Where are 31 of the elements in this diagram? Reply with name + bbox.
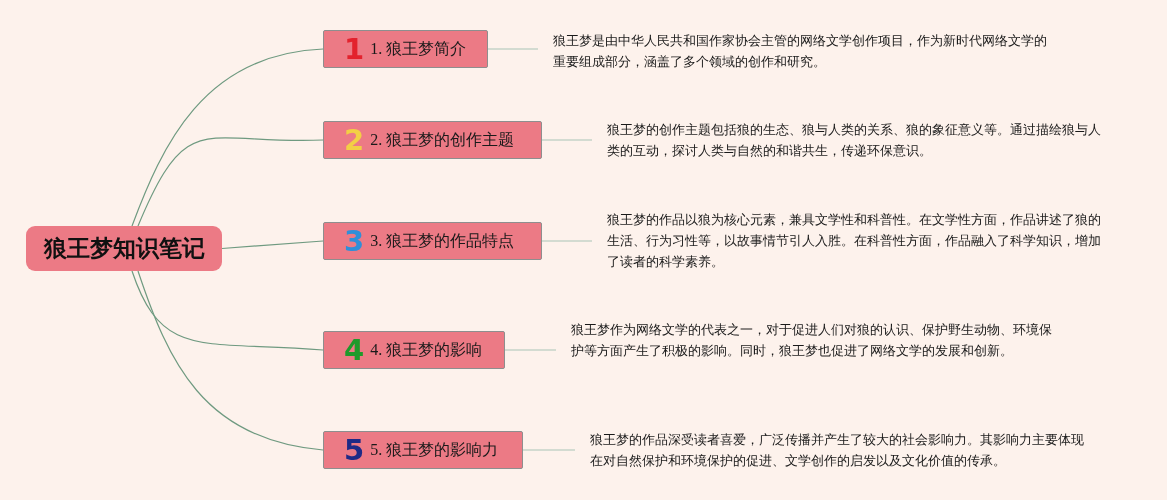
connector-line xyxy=(541,240,593,242)
number-digit: 4 xyxy=(344,335,365,365)
connector-line xyxy=(131,48,324,227)
topic-label: 5. 狼王梦的影响力 xyxy=(370,439,499,460)
central-topic-box: 狼王梦知识笔记 xyxy=(26,226,222,271)
description-text: 狼王梦的作品深受读者喜爱，广泛传播并产生了较大的社会影响力。其影响力主要体现在对自然保护和环境保护的促进、文学创作的启发以及文化价值的传承。 xyxy=(575,429,1090,471)
number-digit: 1 xyxy=(344,34,365,64)
topic-label: 3. 狼王梦的作品特点 xyxy=(370,230,515,251)
topic-box xyxy=(323,331,505,369)
connector-line xyxy=(137,270,324,451)
connector-line xyxy=(137,137,324,227)
topic-box xyxy=(323,431,523,469)
connector-line xyxy=(221,240,324,250)
connector-line xyxy=(131,270,324,351)
number-digit: 3 xyxy=(344,226,365,256)
topic-box xyxy=(323,222,542,260)
description-text: 狼王梦作为网络文学的代表之一，对于促进人们对狼的认识、保护野生动物、环境保护等方面产生了积极的影响。同时，狼王梦也促进了网络文学的发展和创新。 xyxy=(556,319,1056,361)
number-digit: 2 xyxy=(344,125,365,155)
topic-label: 4. 狼王梦的影响 xyxy=(370,339,483,360)
topic-box xyxy=(323,30,488,68)
topic-label: 2. 狼王梦的创作主题 xyxy=(370,129,515,150)
description-text: 狼王梦的创作主题包括狼的生态、狼与人类的关系、狼的象征意义等。通过描绘狼与人类的互动，探讨人类与自然的和谐共生，传递环保意识。 xyxy=(592,119,1107,161)
connector-line xyxy=(541,139,593,141)
number-digit: 5 xyxy=(344,435,365,465)
description-text: 狼王梦的作品以狼为核心元素，兼具文学性和科普性。在文学性方面，作品讲述了狼的生活、行为习性等，以故事情节引人入胜。在科普性方面，作品融入了科学知识，增加了读者的科学素养。 xyxy=(592,209,1107,272)
description-text: 狼王梦是由中华人民共和国作家协会主管的网络文学创作项目，作为新时代网络文学的重要组成部分，涵盖了多个领域的创作和研究。 xyxy=(538,30,1058,72)
topic-label: 1. 狼王梦简介 xyxy=(370,38,467,59)
connector-line xyxy=(504,349,557,351)
topic-box xyxy=(323,121,542,159)
connector-line xyxy=(522,449,576,451)
connector-line xyxy=(487,48,539,50)
